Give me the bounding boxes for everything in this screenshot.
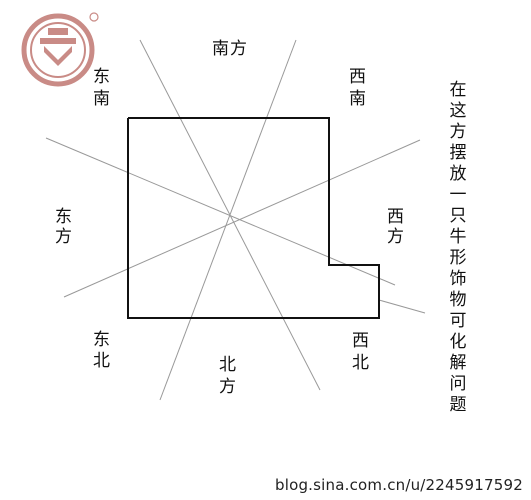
label-west-bottom: 方 [387, 227, 405, 247]
label-northeast-bottom: 北 [93, 351, 111, 371]
annotation-text: 在这方摆放一只牛形饰物可化解问题 [449, 80, 467, 415]
direction-line [45, 137, 396, 286]
label-north-bottom: 方 [219, 377, 237, 397]
direction-line [63, 139, 421, 298]
label-north-top: 北 [219, 355, 237, 375]
label-east-bottom: 方 [55, 227, 73, 247]
direction-line [159, 39, 297, 401]
house-outline [127, 117, 380, 319]
label-southeast-top: 东 [93, 67, 111, 87]
watermark: blog.sina.com.cn/u/2245917592 [274, 476, 523, 494]
pointer-line [378, 299, 426, 314]
label-southwest-bottom: 南 [349, 89, 367, 109]
label-northwest: 西北 [352, 331, 370, 373]
label-west-top: 西 [387, 207, 405, 227]
label-southwest-top: 西 [349, 67, 367, 87]
label-south: 南方 [212, 39, 248, 59]
label-northeast-top: 东 [93, 330, 111, 350]
label-southeast-bottom: 南 [93, 89, 111, 109]
logo [18, 8, 100, 90]
label-east-top: 东 [55, 207, 73, 227]
